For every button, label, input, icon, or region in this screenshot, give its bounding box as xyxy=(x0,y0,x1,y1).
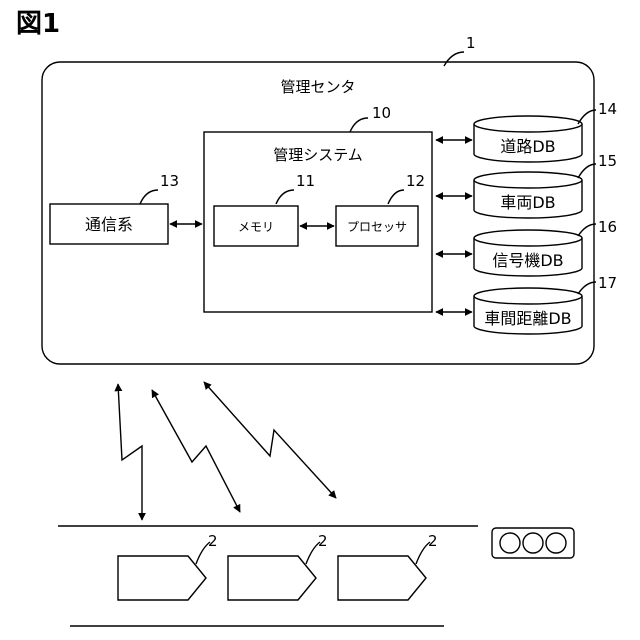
processor-label: プロセッサ xyxy=(347,220,407,234)
headway-db-label: 車間距離DB xyxy=(484,309,571,328)
vehicle-1 xyxy=(118,556,206,600)
vehicle-db-ref: 15 xyxy=(598,152,617,170)
signal-db-ref: 16 xyxy=(598,218,617,236)
signal-db-label: 信号機DB xyxy=(492,251,563,270)
road-db-ref: 14 xyxy=(598,100,617,118)
management-center-ref: 1 xyxy=(466,34,476,52)
traffic-signal-icon xyxy=(492,528,574,558)
memory-label: メモリ xyxy=(238,220,274,234)
road-db-label: 道路DB xyxy=(500,137,555,156)
management-system-ref: 10 xyxy=(372,104,391,122)
vehicle-3-ref: 2 xyxy=(428,532,438,550)
processor-ref: 12 xyxy=(406,172,425,190)
headway-db-ref: 17 xyxy=(598,274,617,292)
communication-label: 通信系 xyxy=(85,215,133,234)
management-center-label: 管理センタ xyxy=(280,78,355,96)
communication-ref: 13 xyxy=(160,172,179,190)
figure-title: 図1 xyxy=(16,9,60,39)
wireless-link-1 xyxy=(118,384,142,520)
memory-ref: 11 xyxy=(296,172,315,190)
vehicle-db-label: 車両DB xyxy=(500,193,555,212)
vehicle-3 xyxy=(338,556,426,600)
vehicle-1-ref: 2 xyxy=(208,532,218,550)
vehicle-2-ref: 2 xyxy=(318,532,328,550)
management-system-label: 管理システム xyxy=(273,146,363,164)
vehicle-2 xyxy=(228,556,316,600)
